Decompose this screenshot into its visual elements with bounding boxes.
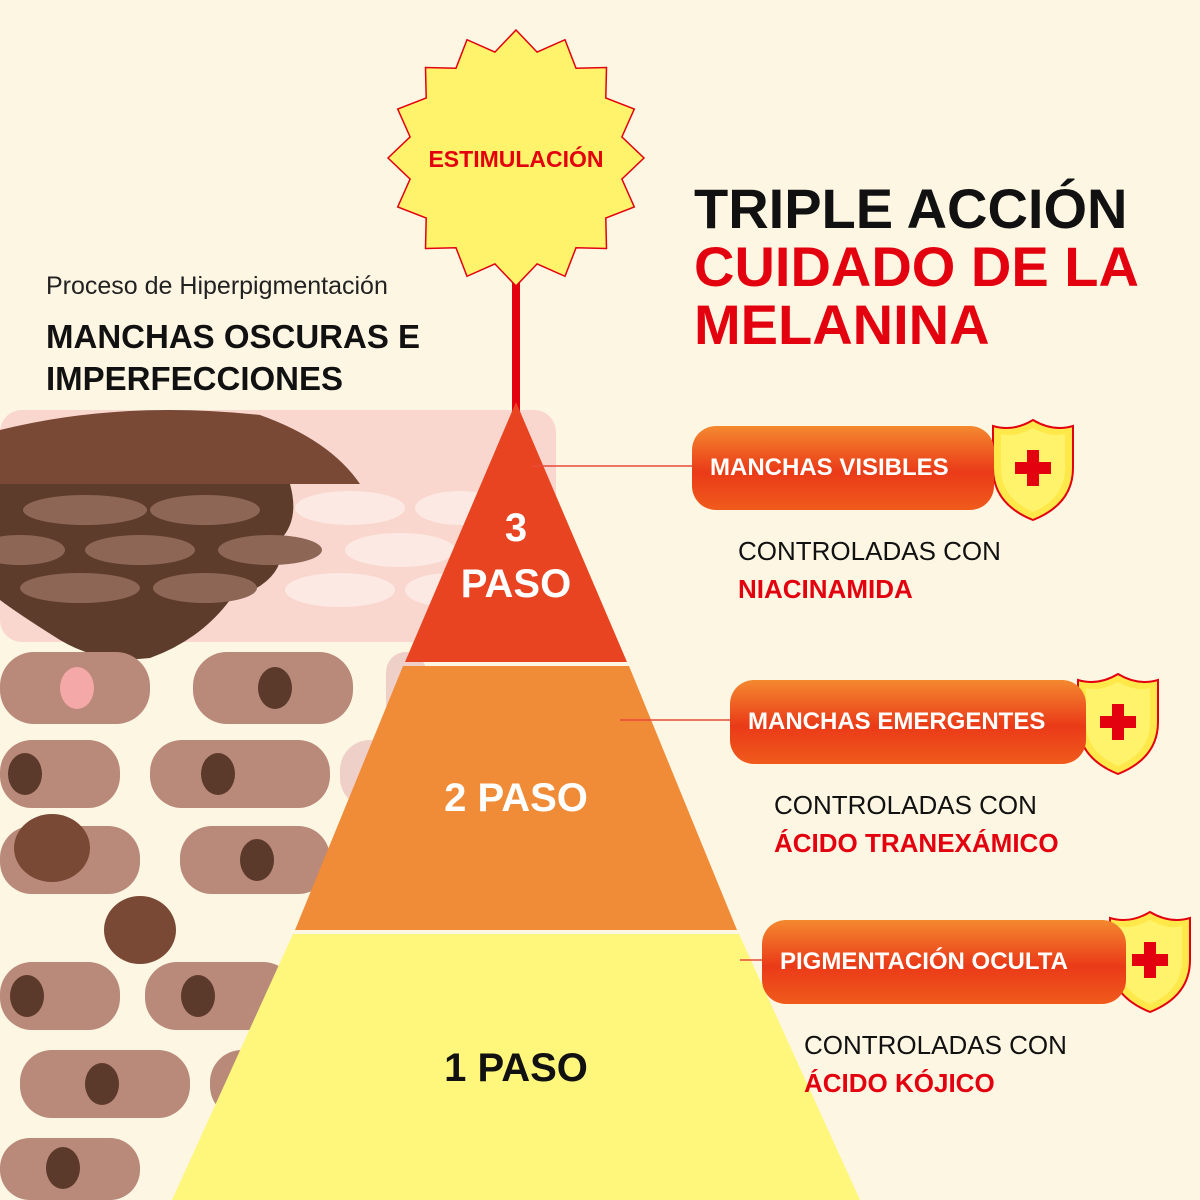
step-3-number: 3 (504, 506, 528, 550)
tag-manchas-visibles: MANCHAS VISIBLES (692, 426, 994, 510)
step-1-label: 1 PASO (444, 1046, 588, 1090)
pigment-mass (0, 484, 294, 660)
badge-label: ESTIMULACIÓN (428, 146, 604, 172)
step-3-label: 3 PASO (430, 500, 602, 612)
step-2-label: 2 PASO (444, 776, 588, 820)
starburst-badge (386, 28, 646, 288)
left-heading: MANCHAS OSCURAS E IMPERFECCIONES (46, 316, 420, 400)
shield-icon (1109, 910, 1191, 1014)
main-title: TRIPLE ACCIÓN CUIDADO DE LA MELANINA (694, 180, 1139, 354)
control-label: CONTROLADAS CON (804, 1030, 1067, 1060)
shield-icon (1077, 672, 1159, 776)
control-text-1: CONTROLADAS CON NIACINAMIDA (738, 532, 1001, 608)
ingredient-acido-tranexamico: ÁCIDO TRANEXÁMICO (774, 828, 1059, 858)
control-label: CONTROLADAS CON (774, 790, 1037, 820)
tag-manchas-emergentes: MANCHAS EMERGENTES (730, 680, 1086, 764)
control-text-2: CONTROLADAS CON ÁCIDO TRANEXÁMICO (774, 786, 1059, 862)
pigment-blob (14, 814, 90, 882)
pigment-blob (104, 896, 176, 964)
pigment-granules (0, 495, 322, 603)
tag-pigmentacion-oculta: PIGMENTACIÓN OCULTA (762, 920, 1126, 1004)
pyramid-step-1 (172, 934, 860, 1200)
title-line2: CUIDADO DE LA (694, 235, 1139, 298)
left-heading-line1: MANCHAS OSCURAS E (46, 318, 421, 355)
pink-nucleus (60, 667, 94, 709)
cell-nuclei (8, 667, 292, 1189)
pyramid-step-3 (405, 402, 627, 662)
left-heading-line2: IMPERFECCIONES (46, 360, 344, 397)
step-3-word: PASO (460, 562, 572, 606)
control-label: CONTROLADAS CON (738, 536, 1001, 566)
pigment-cap (0, 410, 360, 484)
stem-line (512, 280, 520, 412)
ingredient-niacinamida: NIACINAMIDA (738, 574, 913, 604)
title-line3: MELANINA (694, 293, 990, 356)
process-subtitle: Proceso de Hiperpigmentación (46, 272, 388, 300)
shield-icon (992, 418, 1074, 522)
title-line1: TRIPLE ACCIÓN (694, 177, 1128, 240)
control-text-3: CONTROLADAS CON ÁCIDO KÓJICO (804, 1026, 1067, 1102)
pyramid-step-2 (295, 666, 737, 930)
ingredient-acido-kojico: ÁCIDO KÓJICO (804, 1068, 995, 1098)
